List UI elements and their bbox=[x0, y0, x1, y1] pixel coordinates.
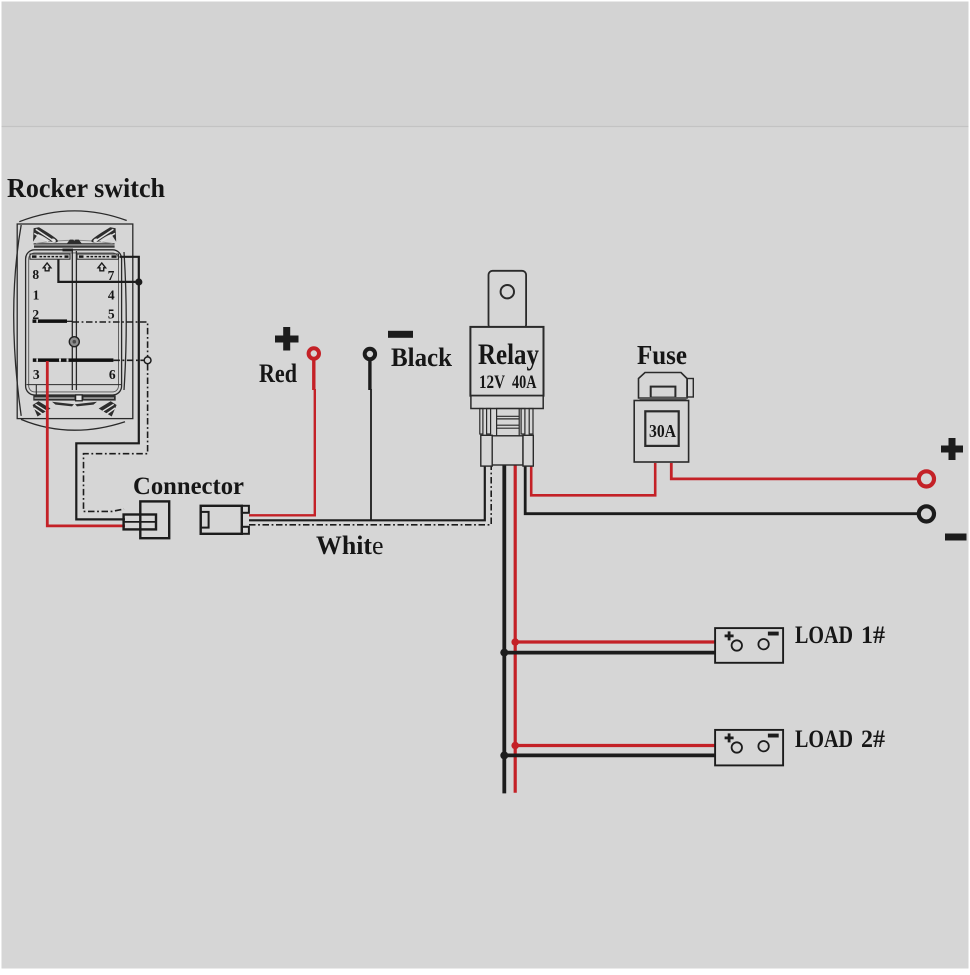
svg-text:7: 7 bbox=[108, 268, 115, 283]
svg-text:1#: 1# bbox=[861, 622, 885, 649]
svg-text:Red: Red bbox=[259, 359, 297, 388]
svg-text:8: 8 bbox=[32, 267, 39, 282]
svg-text:2: 2 bbox=[32, 307, 39, 322]
svg-text:30A: 30A bbox=[649, 421, 676, 441]
svg-text:Fuse: Fuse bbox=[637, 340, 687, 370]
svg-text:Connector: Connector bbox=[133, 473, 244, 500]
svg-text:1: 1 bbox=[33, 287, 40, 302]
svg-text:4: 4 bbox=[108, 287, 115, 302]
svg-text:e: e bbox=[372, 531, 384, 560]
svg-text:3: 3 bbox=[33, 367, 40, 382]
svg-text:Rocker switch: Rocker switch bbox=[7, 173, 165, 203]
svg-text:LOAD: LOAD bbox=[795, 622, 853, 649]
svg-text:6: 6 bbox=[109, 367, 116, 382]
svg-text:2#: 2# bbox=[861, 726, 885, 753]
svg-text:Relay: Relay bbox=[478, 338, 539, 371]
svg-text:5: 5 bbox=[108, 307, 115, 322]
svg-text:40A: 40A bbox=[512, 372, 537, 393]
svg-text:12V: 12V bbox=[479, 372, 505, 393]
svg-text:Black: Black bbox=[391, 343, 453, 372]
svg-text:LOAD: LOAD bbox=[795, 726, 853, 753]
svg-text:Whit: Whit bbox=[316, 531, 372, 560]
